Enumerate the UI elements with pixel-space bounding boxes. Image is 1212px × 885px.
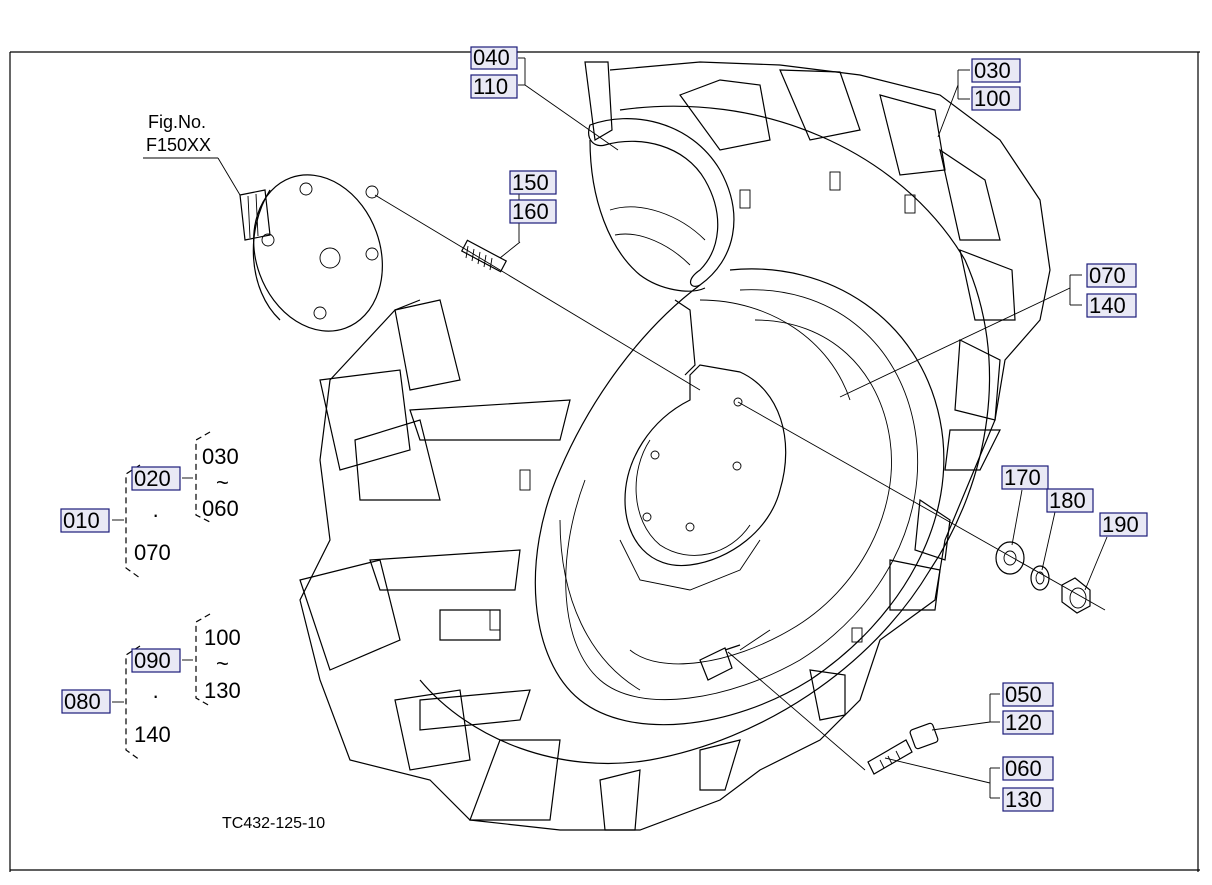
callout-170[interactable]: 170 [1001,465,1049,490]
callout-190-text: 190 [1102,512,1139,537]
drawing-code: TC432-125-10 [222,815,325,832]
callout-030[interactable]: 030 [971,58,1021,83]
callout-070-text: 070 [1089,263,1126,288]
callout-180-text: 180 [1049,488,1086,513]
callouts: 040 110 030 100 150 160 070 140 [470,45,1148,812]
callout-110-text: 110 [473,74,508,99]
group-010-sub[interactable]: 020 [131,466,181,491]
callout-060[interactable]: 060 [1002,756,1054,781]
tread-lugs [299,61,1016,831]
tire-valve [699,644,741,681]
callout-170-text: 170 [1004,465,1041,490]
callout-040-text: 040 [473,45,510,70]
figure-ref-code: F150XX [146,135,211,155]
wheel-hub-flange [239,174,383,332]
tire-outer-tread [299,61,1051,831]
callout-120[interactable]: 120 [1002,710,1054,735]
valve-parts [867,722,939,775]
group-080-range-sep: ~ [216,651,229,676]
callout-040[interactable]: 040 [470,45,518,70]
callout-100[interactable]: 100 [971,86,1021,111]
callout-030-text: 030 [974,58,1011,83]
wheel-rim [619,364,787,591]
inner-tube [588,118,735,376]
sidewall-arc-3 [629,319,892,665]
callout-150-text: 150 [512,170,549,195]
callout-180[interactable]: 180 [1046,488,1094,513]
callout-130-text: 130 [1005,787,1042,812]
sidewall-arc-5 [559,519,641,691]
page-frame [9,51,1200,872]
group-010-range-sep: ~ [216,470,229,495]
group-080-dot: · [152,683,159,708]
callout-050[interactable]: 050 [1002,682,1054,707]
tire-inner-body [419,105,991,765]
callout-050-text: 050 [1005,682,1042,707]
group-010-extra: 070 [134,540,171,565]
group-080-range-to: 130 [204,678,241,703]
callout-190[interactable]: 190 [1099,512,1148,537]
group-010-parent[interactable]: 010 [60,508,110,533]
callout-120-text: 120 [1005,710,1042,735]
figure-reference: Fig.No. F150XX [146,112,211,155]
callout-160[interactable]: 160 [509,199,557,224]
group-010-range-from: 030 [202,444,239,469]
callout-140-text: 140 [1089,293,1126,318]
group-010-dot: · [152,502,159,527]
assembly-group-080: 080 090 100 ~ 130 · 140 [61,613,241,761]
callout-060-text: 060 [1005,756,1042,781]
callout-070[interactable]: 070 [1086,263,1137,288]
sidewall-arc-4 [699,299,851,401]
group-010-range-to: 060 [202,496,239,521]
group-080-range-from: 100 [204,625,241,650]
callout-100-text: 100 [974,86,1011,111]
sidewall-arc-2 [565,289,919,701]
group-080-sub-text: 090 [134,648,171,673]
callout-110[interactable]: 110 [470,74,518,99]
group-080-sub[interactable]: 090 [131,648,181,673]
group-080-parent[interactable]: 080 [61,689,111,714]
callout-150[interactable]: 150 [509,170,557,195]
figure-ref-label: Fig.No. [148,112,206,132]
group-080-parent-text: 080 [64,689,101,714]
tire-illustration [299,61,1051,831]
group-010-parent-text: 010 [63,508,100,533]
leader-lines [143,57,1108,799]
group-010-sub-text: 020 [134,466,171,491]
callout-140[interactable]: 140 [1086,293,1137,318]
assembly-group-010: 010 020 030 ~ 060 · 070 [60,431,239,579]
group-080-extra: 140 [134,722,171,747]
callout-130[interactable]: 130 [1002,787,1054,812]
stud-bolt [460,239,508,273]
sidewall-arc-1 [534,268,945,726]
callout-160-text: 160 [512,199,549,224]
washers-and-nut [995,541,1091,614]
